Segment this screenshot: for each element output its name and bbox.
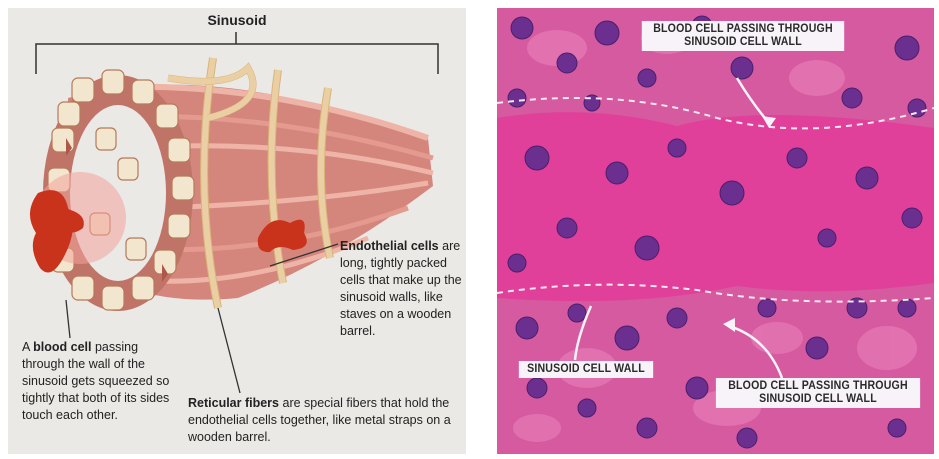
sinusoid-title: Sinusoid — [8, 12, 466, 28]
endothelial-caption: Endothelial cells are long, tightly pack… — [340, 238, 466, 340]
label-blood-cell-bottom: BLOOD CELL PASSING THROUGH SINUSOID CELL… — [716, 378, 920, 408]
sinusoid-bracket — [36, 44, 438, 74]
reticular-caption: Reticular fibers are special fibers that… — [188, 395, 456, 446]
label-blood-cell-top: BLOOD CELL PASSING THROUGH SINUSOID CELL… — [642, 21, 844, 51]
histology-micrograph-panel: BLOOD CELL PASSING THROUGH SINUSOID CELL… — [497, 8, 934, 454]
label-sinusoid-cell-wall: SINUSOID CELL WALL — [519, 361, 653, 378]
sinusoid-diagram-panel: Sinusoid A blood cell passing through th… — [8, 8, 466, 454]
blood-cell-caption: A blood cell passing through the wall of… — [22, 339, 182, 424]
